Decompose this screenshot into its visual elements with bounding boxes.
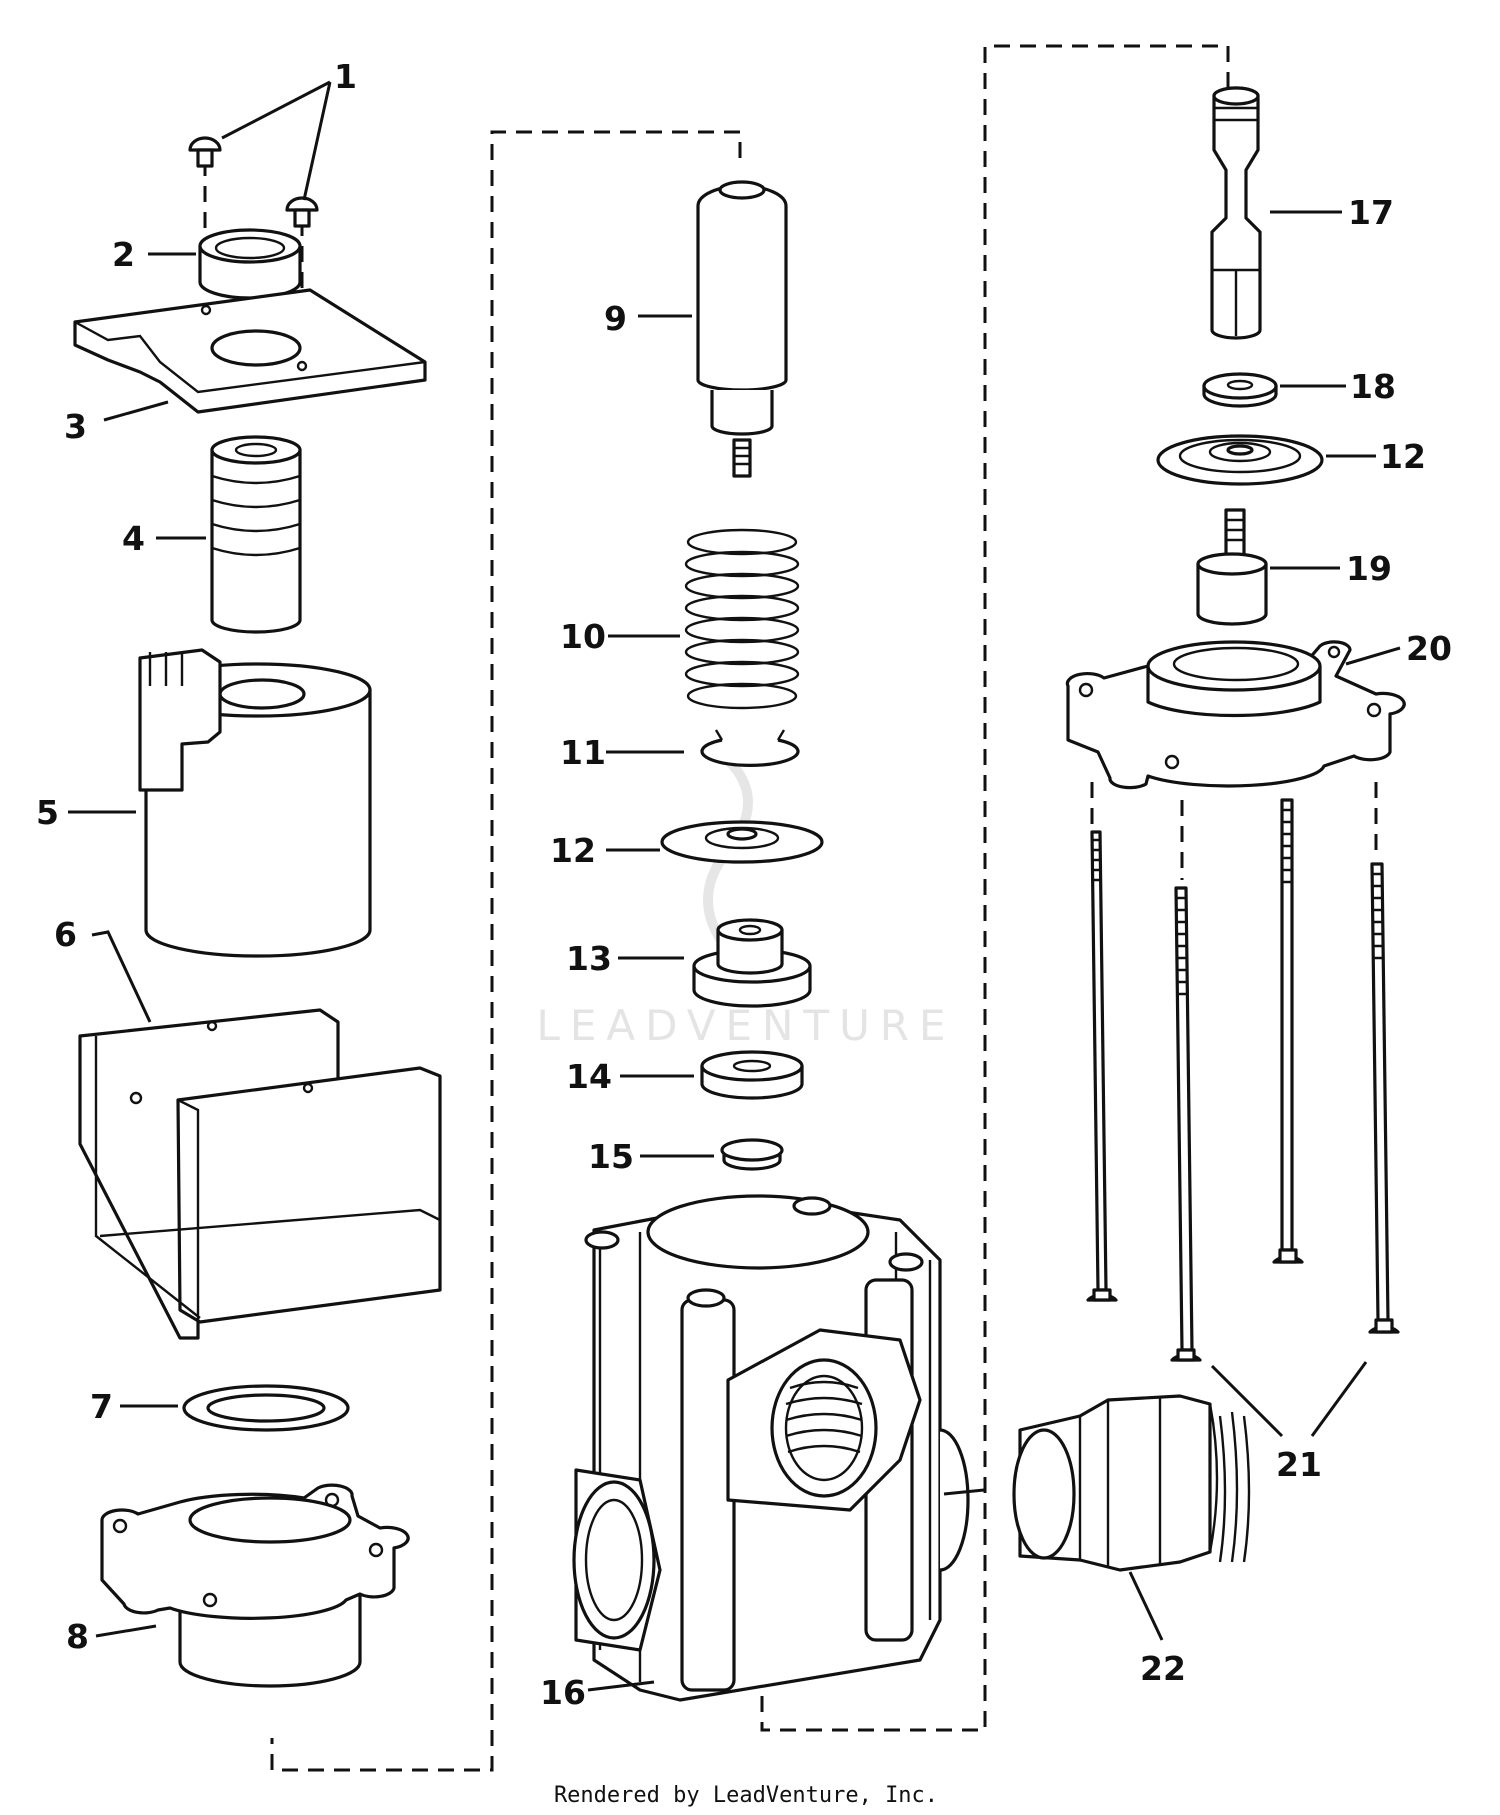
- callout-3: 3: [64, 407, 87, 446]
- callout-12-right: 12: [1380, 437, 1426, 476]
- callout-10: 10: [560, 617, 606, 656]
- part-8-bonnet: [100, 1483, 410, 1688]
- callout-21: 21: [1276, 1445, 1322, 1484]
- part-12-diaphragm-center: [660, 820, 824, 864]
- callout-17: 17: [1348, 193, 1394, 232]
- callout-12-center: 12: [550, 831, 596, 870]
- assembly-dashed-lines: [203, 44, 1378, 1772]
- callout-9: 9: [604, 299, 627, 338]
- part-16-valve-body: [572, 1194, 970, 1702]
- callout-20: 20: [1406, 629, 1452, 668]
- callout-18: 18: [1350, 367, 1396, 406]
- part-13-disc-holder: [692, 918, 812, 1008]
- part-4-plunger: [210, 435, 302, 634]
- part-17-stem: [1210, 86, 1262, 340]
- part-14-disc: [700, 1050, 804, 1100]
- part-20-cover: [1065, 640, 1406, 790]
- part-15-seat-insert: [720, 1138, 784, 1171]
- callout-13: 13: [566, 939, 612, 978]
- callout-14: 14: [566, 1057, 612, 1096]
- part-10-spring: [684, 528, 800, 710]
- callout-6: 6: [54, 915, 77, 954]
- callout-numbers: 1 2 3 4 5 6 7 8 9 10 11 12 13 14 15 16 1…: [36, 57, 1452, 1712]
- part-5-coil: [138, 648, 372, 958]
- part-9-plunger-tube: [696, 180, 788, 478]
- part-12-diaphragm-right: [1156, 434, 1324, 486]
- callout-4: 4: [122, 519, 145, 558]
- callout-2: 2: [112, 235, 135, 274]
- part-6-bracket: [78, 1008, 442, 1340]
- callout-8: 8: [66, 1617, 89, 1656]
- part-11-retaining-ring: [700, 729, 800, 767]
- part-19-pilot: [1196, 508, 1268, 626]
- callout-15: 15: [588, 1137, 634, 1176]
- callout-22: 22: [1140, 1649, 1186, 1688]
- part-3-plate: [73, 288, 427, 414]
- callout-19: 19: [1346, 549, 1392, 588]
- render-credit: Rendered by LeadVenture, Inc.: [554, 1783, 938, 1808]
- callout-5: 5: [36, 793, 59, 832]
- part-2-nut: [198, 228, 302, 300]
- leader-lines: [68, 80, 1401, 1692]
- part-18-washer: [1202, 372, 1278, 408]
- callout-1: 1: [334, 57, 357, 96]
- part-21-screws: [1086, 798, 1400, 1362]
- watermark-text: LEADVENTURE: [536, 1001, 955, 1050]
- callout-16: 16: [540, 1673, 586, 1712]
- part-7-gasket: [182, 1384, 350, 1432]
- part-22-nipple-fitting: [1012, 1394, 1251, 1572]
- callout-11: 11: [560, 733, 606, 772]
- callout-7: 7: [90, 1387, 113, 1426]
- part-1-screws: [188, 136, 319, 228]
